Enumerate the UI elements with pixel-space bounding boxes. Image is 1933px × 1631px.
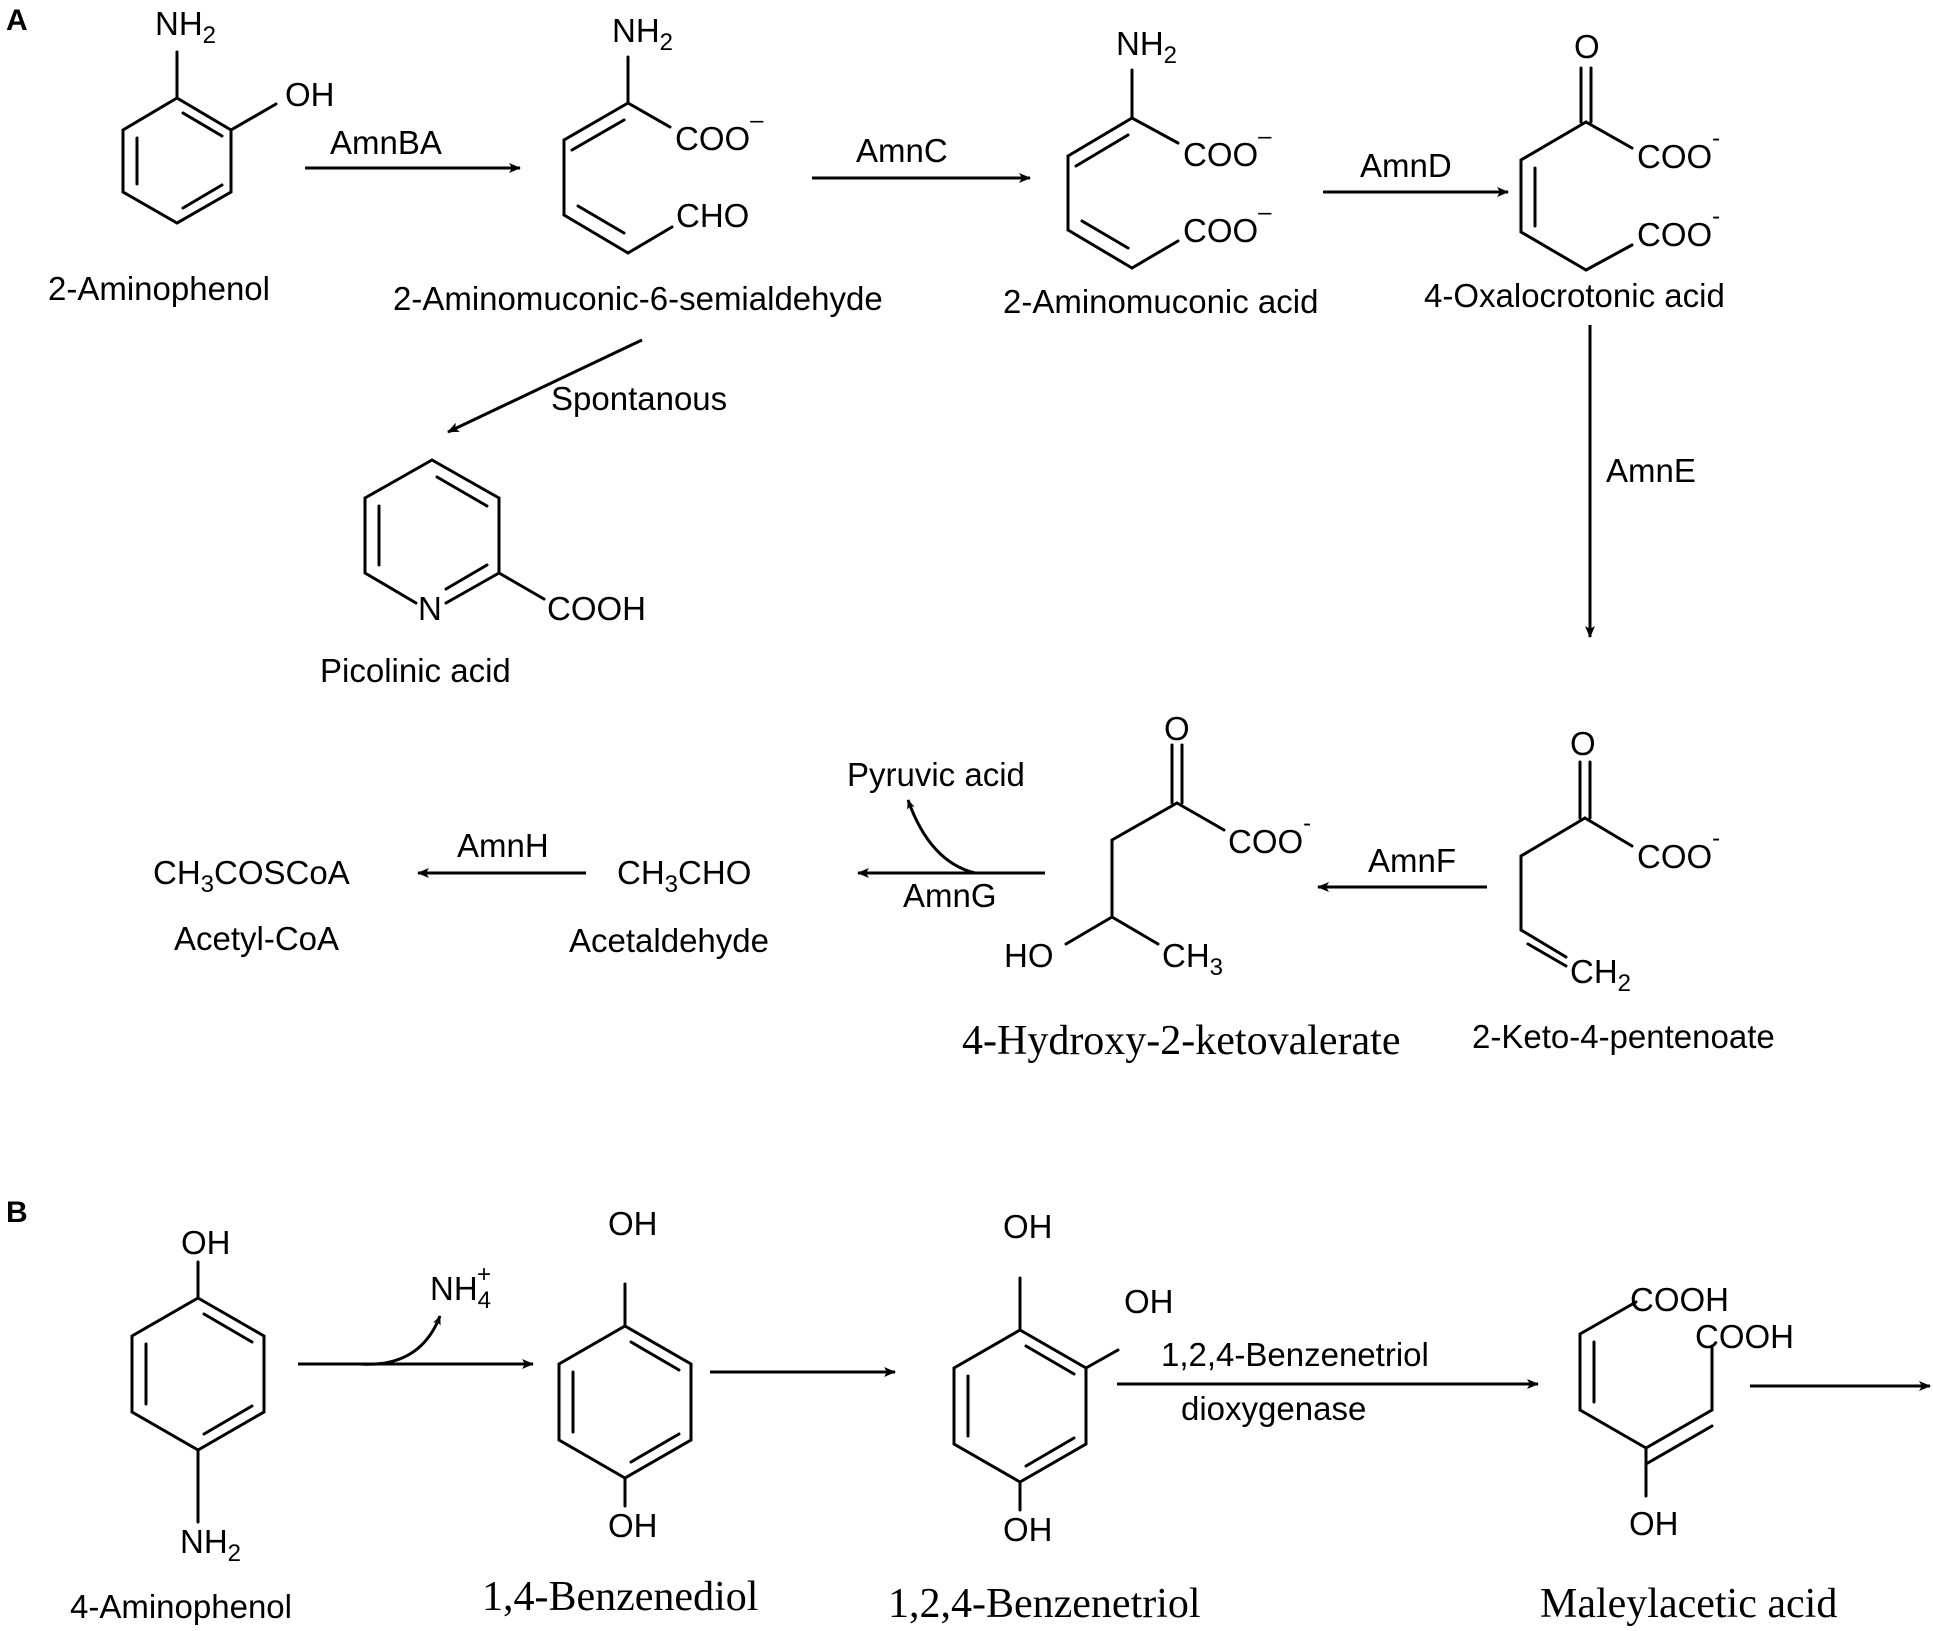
enzyme-label-dioxygenase-1: 1,2,4-Benzenetriol xyxy=(1161,1336,1429,1373)
compound-semialdehyde: NH2 COO– CHO 2-Aminomuconic-6-semialdehy… xyxy=(393,12,883,317)
byproduct-pyruvic-acid: Pyruvic acid xyxy=(847,756,1025,793)
benzene-ring xyxy=(121,96,233,225)
ketone-oxygen: O xyxy=(1574,28,1600,65)
carboxylate-group: COO- xyxy=(1228,810,1311,860)
compound-label: 2-Aminomuconic-6-semialdehyde xyxy=(393,280,883,317)
amino-group: NH2 xyxy=(612,12,673,56)
pyridine-nitrogen: N xyxy=(418,590,442,627)
compound-1-4-benzenediol: OH OH 1,4-Benzenediol xyxy=(482,1205,758,1620)
compound-4-oxalocrotonic-acid: O COO- COO- 4-Oxalocrotonic acid xyxy=(1424,28,1725,314)
hydroxyl-group: HO xyxy=(1004,937,1054,974)
compound-2-keto-4-pentenoate: O COO- CH2 2-Keto-4-pentenoate xyxy=(1472,725,1775,1055)
compound-label: 2-Keto-4-pentenoate xyxy=(1472,1018,1775,1055)
reaction-arrow-spontaneous xyxy=(447,338,643,434)
compound-acetaldehyde: CH3CHO Acetaldehyde xyxy=(569,854,769,959)
enzyme-label-amne: AmnE xyxy=(1606,452,1696,489)
acetyl-coa-formula: CH3COSCoA xyxy=(153,854,350,898)
compound-label: 4-Aminophenol xyxy=(70,1588,292,1625)
methyl-group: CH3 xyxy=(1162,937,1223,981)
compound-label: Acetyl-CoA xyxy=(174,920,339,957)
compound-acetyl-coa: CH3COSCoA Acetyl-CoA xyxy=(153,854,350,957)
hydroxyl-group: OH xyxy=(1629,1505,1679,1542)
compound-4-aminophenol: OH 4-Aminophenol NH2 xyxy=(70,1224,292,1625)
acetaldehyde-formula: CH3CHO xyxy=(617,854,751,898)
compound-4-hydroxy-2-ketovalerate: O COO- HO CH3 4-Hydroxy-2-ketovalerate xyxy=(962,710,1400,1064)
hydroxyl-group: OH xyxy=(608,1507,658,1544)
enzyme-label-amnd: AmnD xyxy=(1360,147,1452,184)
hydroxyl-group: OH xyxy=(608,1205,658,1242)
enzyme-label-amng: AmnG xyxy=(903,877,997,914)
compound-1-2-4-benzenetriol: OH OH OH 1,2,4-Benzenetriol xyxy=(888,1208,1201,1627)
byproduct-arrow-pyruvic xyxy=(906,799,976,875)
compound-2-aminophenol: NH2 OH 2-Aminophenol xyxy=(48,5,335,307)
enzyme-label-dioxygenase-2: dioxygenase xyxy=(1181,1390,1366,1427)
carboxyl-group: COOH xyxy=(547,590,646,627)
carboxylate-group: COO- xyxy=(1637,825,1720,875)
compound-label: 4-Hydroxy-2-ketovalerate xyxy=(962,1018,1400,1064)
reaction-label-spontaneous: Spontanous xyxy=(551,380,727,417)
enzyme-label-amnc: AmnC xyxy=(856,132,948,169)
carboxylate-group: COO- xyxy=(1637,125,1720,175)
methylene-group: CH2 xyxy=(1570,953,1631,997)
compound-label: 4-Oxalocrotonic acid xyxy=(1424,277,1725,314)
hydroxyl-group: OH xyxy=(1124,1283,1174,1320)
carboxylate-group: COO– xyxy=(1183,123,1272,173)
compound-maleylacetic-acid: COOH COOH OH Maleylacetic acid xyxy=(1540,1281,1837,1627)
carboxylate-group: COO– xyxy=(1183,199,1272,249)
amino-group: NH2 xyxy=(180,1523,241,1567)
carboxylate-group: COO- xyxy=(1637,203,1720,253)
ketone-oxygen: O xyxy=(1570,725,1596,762)
compound-label: 2-Aminophenol xyxy=(48,270,270,307)
hydroxyl-group: OH xyxy=(1003,1511,1053,1548)
hydroxyl-group: OH xyxy=(1003,1208,1053,1245)
enzyme-label-amnf: AmnF xyxy=(1368,842,1456,879)
compound-label: Acetaldehyde xyxy=(569,922,769,959)
carboxyl-group: COOH xyxy=(1630,1281,1729,1318)
panel-label-a: A xyxy=(6,4,28,37)
byproduct-ammonium: NH4+ xyxy=(430,1261,491,1314)
carboxylate-group: COO– xyxy=(675,107,764,157)
compound-label: Maleylacetic acid xyxy=(1540,1581,1837,1627)
compound-2-aminomuconic-acid: NH2 COO– COO– 2-Aminomuconic acid xyxy=(1003,25,1318,320)
enzyme-label-amnba: AmnBA xyxy=(330,124,442,161)
amino-group: NH2 xyxy=(155,5,216,49)
hydroxyl-group: OH xyxy=(181,1224,231,1261)
benzene-ring xyxy=(557,1324,693,1480)
benzene-ring xyxy=(130,1296,266,1452)
byproduct-arrow-ammonium xyxy=(359,1315,442,1366)
compound-label: 1,4-Benzenediol xyxy=(482,1574,758,1620)
compound-label: Picolinic acid xyxy=(320,652,511,689)
carboxyl-group: COOH xyxy=(1695,1318,1794,1355)
compound-label: 2-Aminomuconic acid xyxy=(1003,283,1318,320)
compound-label: 1,2,4-Benzenetriol xyxy=(888,1581,1201,1627)
panel-label-b: B xyxy=(6,1196,28,1229)
ketone-oxygen: O xyxy=(1164,710,1190,747)
amino-group: NH2 xyxy=(1116,25,1177,69)
benzene-ring xyxy=(952,1328,1088,1484)
aldehyde-group: CHO xyxy=(676,197,749,234)
enzyme-label-amnh: AmnH xyxy=(457,827,549,864)
hydroxyl-group: OH xyxy=(285,76,335,113)
compound-picolinic-acid: N COOH Picolinic acid xyxy=(320,458,646,689)
